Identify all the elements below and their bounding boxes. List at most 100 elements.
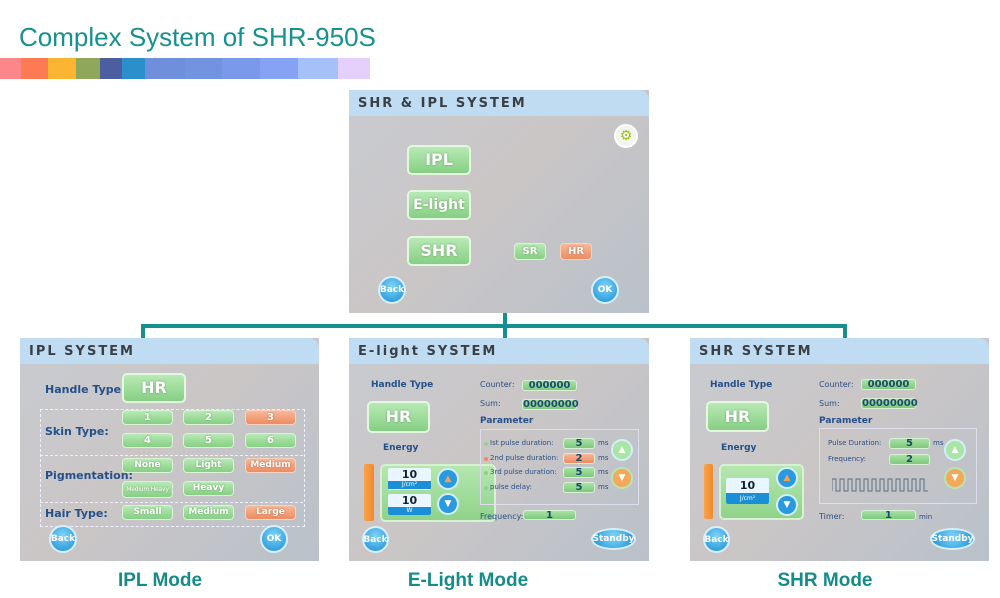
skin-type-1-button[interactable]: 1 (122, 410, 173, 425)
standby-button[interactable]: Standby (930, 528, 975, 550)
sum-label: Sum: (480, 399, 501, 408)
elight-mode-caption: E-Light Mode (407, 570, 529, 591)
hair-type-option-button[interactable]: Medium (183, 505, 234, 520)
param-label: pulse delay: (490, 482, 532, 491)
energy-down-button[interactable]: ▼ (776, 494, 798, 516)
handle-hr-button[interactable]: HR (122, 373, 186, 403)
screen-header: E-light SYSTEM (349, 338, 649, 364)
back-button[interactable]: Back (362, 526, 389, 553)
skin-type-4-button[interactable]: 4 (122, 433, 173, 448)
energy-down-button[interactable]: ▼ (437, 493, 459, 515)
param-up-button[interactable]: ▲ (611, 439, 633, 461)
parameter-box (819, 428, 977, 504)
color-swatch (145, 58, 185, 79)
frequency-value: 2 (889, 454, 930, 465)
elight-button[interactable]: E-light (407, 190, 471, 220)
handle-type-label: Handle Type (371, 380, 434, 390)
param-label: 2nd pulse duration: (490, 453, 559, 462)
gear-icon[interactable]: ⚙ (614, 124, 638, 148)
color-swatch (185, 58, 222, 79)
color-swatch (21, 58, 48, 79)
ok-button[interactable]: OK (260, 525, 288, 553)
screen-header: IPL SYSTEM (20, 338, 319, 364)
skin-type-5-button[interactable]: 5 (183, 433, 234, 448)
handle-hr-button[interactable]: HR (367, 401, 430, 433)
color-swatch (260, 58, 298, 79)
ok-button[interactable]: OK (591, 276, 619, 304)
ipl-button[interactable]: IPL (407, 145, 471, 175)
counter-value: 000000 (522, 380, 577, 391)
color-swatch (48, 58, 76, 79)
param-value[interactable]: 2 (563, 452, 595, 464)
pigmentation-option-button[interactable]: None (122, 458, 173, 473)
color-bar (0, 58, 370, 79)
hair-type-label: Hair Type: (45, 507, 108, 520)
pigmentation-option-button[interactable]: Light (183, 458, 234, 473)
skin-type-6-button[interactable]: 6 (245, 433, 296, 448)
frequency-label: Frequency: (828, 455, 867, 463)
counter-label: Counter: (819, 380, 854, 389)
param-unit: ms (598, 482, 609, 491)
divider (40, 502, 303, 503)
energy-up-button[interactable]: ▲ (776, 467, 798, 489)
param-label: 3rd pulse duration: (490, 468, 557, 476)
back-button[interactable]: Back (49, 525, 77, 553)
energy-value-text: 10 (401, 468, 418, 481)
back-button[interactable]: Back (378, 276, 406, 304)
pulse-waveform-icon (832, 478, 928, 492)
timer-value: 1 (861, 510, 916, 521)
color-swatch (100, 58, 122, 79)
shr-button[interactable]: SHR (407, 236, 471, 266)
energy-unit: J/cm² (726, 493, 769, 504)
param-down-button[interactable]: ▼ (944, 467, 966, 489)
energy-up-button[interactable]: ▲ (437, 468, 459, 490)
shr-mode-caption: SHR Mode (777, 570, 873, 591)
sr-button[interactable]: SR (514, 243, 546, 260)
energy-label: Energy (721, 443, 757, 453)
energy-level-bar (704, 464, 713, 519)
color-swatch (122, 58, 145, 79)
pigmentation-option-button[interactable]: Heavy (183, 481, 234, 496)
pulse-duration-unit: ms (933, 439, 944, 447)
main-system-screen: SHR & IPL SYSTEM ⚙ IPL E-light SHR SR HR… (349, 90, 649, 313)
param-unit: ms (598, 453, 609, 462)
pigmentation-option-button[interactable]: Medium Heavy (122, 481, 173, 498)
skin-type-3-button[interactable]: 3 (245, 410, 296, 425)
energy-level-bar (364, 464, 374, 521)
parameter-label: Parameter (819, 416, 873, 426)
param-unit: ms (598, 439, 609, 447)
color-swatch (0, 58, 21, 79)
skin-type-2-button[interactable]: 2 (183, 410, 234, 425)
timer-label: Timer: (819, 512, 845, 521)
parameter-label: Parameter (480, 416, 534, 426)
handle-hr-button[interactable]: HR (706, 401, 769, 432)
param-value[interactable]: 5 (563, 467, 595, 478)
counter-value: 000000 (861, 379, 916, 390)
handle-type-label: Handle Type (710, 380, 773, 390)
hair-type-option-button[interactable]: Small (122, 505, 173, 520)
param-value[interactable]: 5 (563, 481, 595, 493)
back-button[interactable]: Back (703, 526, 730, 553)
power-value-text: 10 (401, 494, 418, 507)
standby-button[interactable]: Standby (591, 528, 636, 550)
connector (141, 324, 847, 328)
hr-button[interactable]: HR (560, 243, 592, 260)
energy-unit: J/cm² (388, 481, 431, 489)
param-down-button[interactable]: ▼ (611, 467, 633, 489)
param-value[interactable]: 5 (563, 438, 595, 449)
frequency-label: Frequency: (480, 512, 524, 521)
color-swatch (222, 58, 260, 79)
hair-type-option-button[interactable]: Large (245, 505, 296, 520)
energy-label: Energy (383, 443, 419, 453)
page-title: Complex System of SHR-950S (19, 22, 376, 52)
options-box (40, 409, 305, 527)
pigmentation-option-button[interactable]: Medium (245, 458, 296, 473)
param-up-button[interactable]: ▲ (944, 439, 966, 461)
param-indicator-dot (484, 485, 488, 490)
sum-value: 00000000 (522, 399, 579, 410)
handle-type-label: Handle Type: (45, 383, 126, 396)
